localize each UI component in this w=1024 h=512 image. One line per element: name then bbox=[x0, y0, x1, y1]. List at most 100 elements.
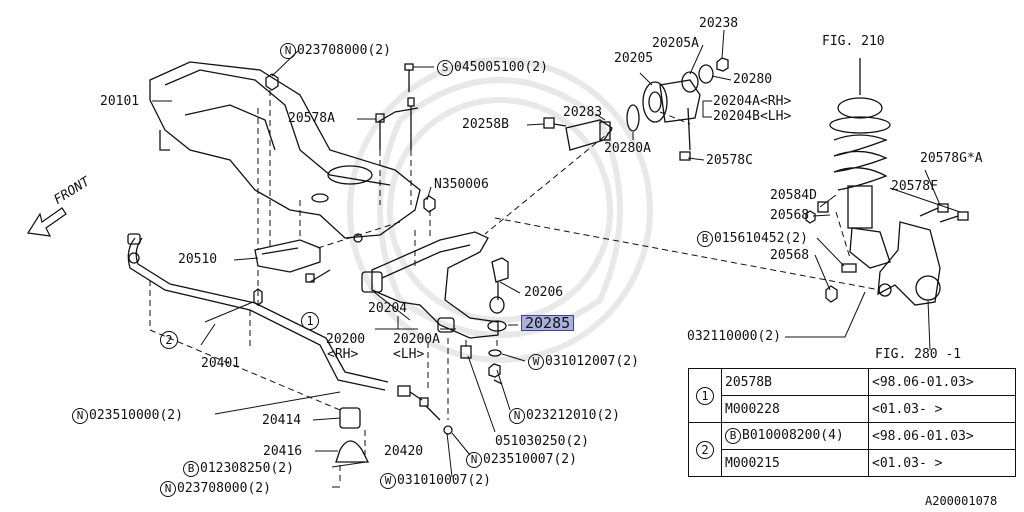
label-20205[interactable]: 20205 bbox=[614, 51, 654, 66]
callout-1-left[interactable]: 1 bbox=[301, 312, 319, 330]
n-prefix-icon: N bbox=[160, 481, 176, 497]
strut-assembly[interactable] bbox=[829, 58, 891, 269]
bolts-20578[interactable] bbox=[919, 203, 969, 223]
b-prefix-icon: B bbox=[697, 231, 713, 247]
label-20258B[interactable]: 20258B bbox=[462, 117, 509, 132]
ball-joint-20206[interactable] bbox=[491, 257, 509, 300]
stabilizer-bar-20401[interactable] bbox=[127, 233, 389, 391]
n-prefix-icon: N bbox=[72, 408, 88, 424]
watermark-emblem bbox=[347, 57, 653, 363]
bolt-20258B[interactable] bbox=[543, 117, 567, 129]
label-N350006[interactable]: N350006 bbox=[434, 177, 489, 192]
washer-20280A[interactable] bbox=[626, 104, 640, 132]
nut-20568-lower[interactable] bbox=[825, 285, 838, 303]
label-20578A[interactable]: 20578A bbox=[288, 111, 335, 126]
bolt-015610452[interactable] bbox=[841, 263, 857, 273]
nut-20568[interactable] bbox=[805, 210, 816, 224]
label-20204A[interactable]: 20204A<RH> bbox=[713, 94, 792, 109]
label-20283[interactable]: 20283 bbox=[563, 105, 603, 120]
label-20200A[interactable]: 20200A bbox=[393, 332, 440, 347]
lower-arm-20200[interactable] bbox=[361, 231, 499, 339]
bushing-20414[interactable] bbox=[339, 407, 361, 429]
label-fig210[interactable]: FIG. 210 bbox=[822, 34, 885, 49]
label-032110000[interactable]: 032110000(2) bbox=[687, 329, 781, 344]
label-20578F[interactable]: 20578F bbox=[891, 179, 938, 194]
label-20204[interactable]: 20204 bbox=[368, 301, 408, 316]
label-fig280[interactable]: FIG. 280 -1 bbox=[875, 347, 962, 362]
label-20414[interactable]: 20414 bbox=[262, 413, 302, 428]
n-prefix-icon: N bbox=[509, 408, 525, 424]
label-20510[interactable]: 20510 bbox=[178, 252, 218, 267]
nut-N350006[interactable] bbox=[423, 195, 436, 213]
link-20420[interactable] bbox=[397, 385, 453, 435]
boot-20285[interactable] bbox=[487, 296, 507, 332]
nut-20584D[interactable] bbox=[817, 201, 829, 213]
label-20200A-lh: <LH> bbox=[393, 347, 425, 362]
washer-20280[interactable] bbox=[698, 64, 714, 84]
label-20206[interactable]: 20206 bbox=[524, 285, 564, 300]
cotter-051030250[interactable] bbox=[493, 379, 503, 385]
reference-code: A200001078 bbox=[925, 494, 998, 508]
bolt-20568-left[interactable] bbox=[253, 288, 263, 306]
table-row[interactable]: M000215 <01.03- > bbox=[689, 449, 1016, 477]
table-date: <01.03- > bbox=[868, 449, 1016, 477]
bracket-20578A[interactable] bbox=[375, 97, 419, 150]
label-20205A[interactable]: 20205A bbox=[652, 36, 699, 51]
label-20280A[interactable]: 20280A bbox=[604, 141, 651, 156]
label-20568-lower[interactable]: 20568 bbox=[770, 248, 810, 263]
housing-20204[interactable] bbox=[659, 79, 701, 151]
front-arrow-icon bbox=[26, 207, 67, 237]
label-20416[interactable]: 20416 bbox=[263, 444, 303, 459]
label-20238[interactable]: 20238 bbox=[699, 16, 739, 31]
nut-023212010[interactable] bbox=[488, 363, 501, 378]
reference-table: 1 20578B <98.06-01.03> M000228 <01.03- >… bbox=[688, 368, 1016, 477]
label-20101[interactable]: 20101 bbox=[100, 94, 140, 109]
table-row[interactable]: M000228 <01.03- > bbox=[689, 395, 1016, 423]
table-part[interactable]: 20578B bbox=[721, 368, 869, 396]
label-051030250[interactable]: 051030250(2) bbox=[495, 434, 589, 449]
clamp-20416[interactable] bbox=[335, 440, 370, 463]
bolt-callout-1[interactable] bbox=[305, 269, 331, 283]
table-row[interactable]: 1 20578B <98.06-01.03> bbox=[688, 368, 1016, 423]
w-prefix-icon: W bbox=[528, 354, 544, 370]
washer-031012007[interactable] bbox=[488, 349, 502, 357]
label-20420[interactable]: 20420 bbox=[384, 444, 424, 459]
label-20578GA[interactable]: 20578G*A bbox=[920, 151, 983, 166]
label-20401[interactable]: 20401 bbox=[201, 356, 241, 371]
label-20578C[interactable]: 20578C bbox=[706, 153, 753, 168]
label-20568-upper[interactable]: 20568 bbox=[770, 208, 810, 223]
label-20584D[interactable]: 20584D bbox=[770, 188, 817, 203]
bracket-20510[interactable] bbox=[254, 239, 321, 273]
table-part[interactable]: M000228 bbox=[721, 395, 869, 423]
table-key-2: 2 bbox=[688, 422, 722, 477]
crossmember-20101[interactable] bbox=[149, 61, 421, 243]
washer-20205A[interactable] bbox=[681, 71, 699, 93]
bushing-20205[interactable] bbox=[642, 81, 668, 123]
table-date: <98.06-01.03> bbox=[868, 368, 1016, 396]
bolt-20578C[interactable] bbox=[679, 151, 691, 161]
nut-023708000-top[interactable] bbox=[265, 73, 279, 91]
table-part[interactable]: M000215 bbox=[721, 449, 869, 477]
b-prefix-icon: B bbox=[725, 428, 741, 444]
nut-20238[interactable] bbox=[716, 57, 729, 72]
callout-2-left[interactable]: 2 bbox=[160, 331, 178, 349]
label-20285-highlighted[interactable]: 20285 bbox=[521, 315, 575, 331]
knuckle-fig280[interactable] bbox=[877, 221, 941, 306]
label-20280[interactable]: 20280 bbox=[733, 72, 773, 87]
w-prefix-icon: W bbox=[380, 473, 396, 489]
label-20204B[interactable]: 20204B<LH> bbox=[713, 109, 792, 124]
label-20200[interactable]: 20200 bbox=[326, 332, 366, 347]
